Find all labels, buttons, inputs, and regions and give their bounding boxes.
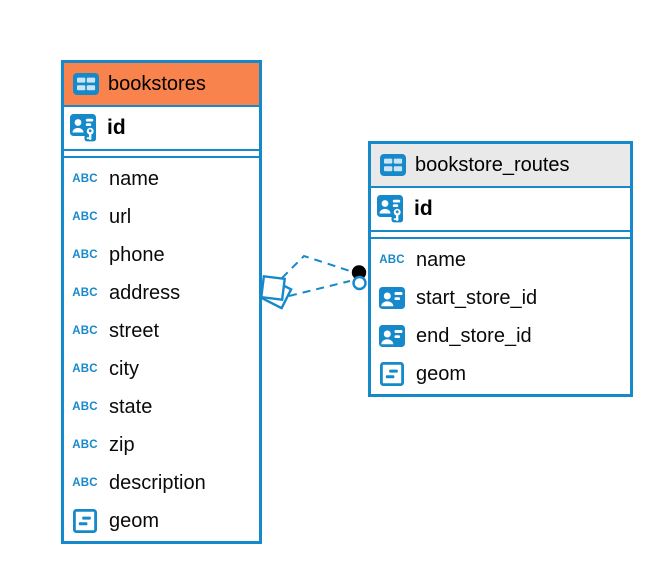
text-type-icon: ABC [72, 325, 98, 337]
column-row-phone[interactable]: ABC phone [64, 236, 259, 274]
primary-key-row[interactable]: id [64, 107, 259, 151]
column-row-zip[interactable]: ABC zip [64, 426, 259, 464]
column-list: ABC name start_store_id end_store_id geom [371, 239, 630, 394]
table-header[interactable]: bookstore_routes [371, 144, 630, 188]
table-name: bookstore_routes [415, 153, 570, 176]
column-label: name [109, 167, 160, 190]
column-row-geom[interactable]: geom [64, 502, 259, 540]
primary-key-label: id [107, 116, 126, 139]
text-type-icon: ABC [72, 477, 98, 489]
column-label: start_store_id [416, 286, 538, 309]
relationship-line-lower[interactable] [288, 280, 351, 297]
column-row-name[interactable]: ABC name [64, 160, 259, 198]
column-label: end_store_id [416, 324, 532, 347]
column-label: name [416, 248, 467, 271]
primary-key-icon [69, 113, 101, 143]
primary-key-label: id [414, 197, 433, 220]
section-divider [371, 232, 630, 239]
primary-key-icon [376, 194, 408, 224]
text-type-icon: ABC [72, 249, 98, 261]
column-label: url [109, 205, 132, 228]
column-row-end_store_id[interactable]: end_store_id [371, 317, 630, 355]
relationship-target-circle-marker[interactable] [351, 265, 367, 291]
column-row-description[interactable]: ABC description [64, 464, 259, 502]
text-type-icon: ABC [72, 287, 98, 299]
column-label: street [109, 319, 160, 342]
primary-key-row[interactable]: id [371, 188, 630, 232]
column-row-name[interactable]: ABC name [371, 241, 630, 279]
table-name: bookstores [108, 72, 206, 95]
text-type-icon: ABC [72, 363, 98, 375]
column-label: description [109, 471, 206, 494]
geometry-type-icon [376, 359, 408, 389]
table-icon [379, 153, 406, 177]
column-label: phone [109, 243, 165, 266]
column-label: city [109, 357, 139, 380]
column-row-url[interactable]: ABC url [64, 198, 259, 236]
column-label: address [109, 281, 181, 304]
section-divider [64, 151, 259, 158]
column-row-state[interactable]: ABC state [64, 388, 259, 426]
text-type-icon: ABC [72, 439, 98, 451]
text-type-icon: ABC [379, 254, 405, 266]
foreign-key-icon [376, 283, 408, 313]
text-type-icon: ABC [72, 211, 98, 223]
column-label: geom [416, 362, 467, 385]
text-type-icon: ABC [72, 401, 98, 413]
column-label: geom [109, 509, 160, 532]
table-header[interactable]: bookstores [64, 63, 259, 107]
table-icon [72, 72, 99, 96]
column-row-geom[interactable]: geom [371, 355, 630, 393]
column-row-city[interactable]: ABC city [64, 350, 259, 388]
column-row-start_store_id[interactable]: start_store_id [371, 279, 630, 317]
text-type-icon: ABC [72, 173, 98, 185]
geometry-type-icon [69, 506, 101, 536]
foreign-key-icon [376, 321, 408, 351]
column-row-address[interactable]: ABC address [64, 274, 259, 312]
column-label: zip [109, 433, 135, 456]
column-row-street[interactable]: ABC street [64, 312, 259, 350]
relationship-line-upper[interactable] [281, 254, 351, 279]
column-label: state [109, 395, 153, 418]
relationship-source-diamond-marker[interactable] [259, 274, 293, 310]
